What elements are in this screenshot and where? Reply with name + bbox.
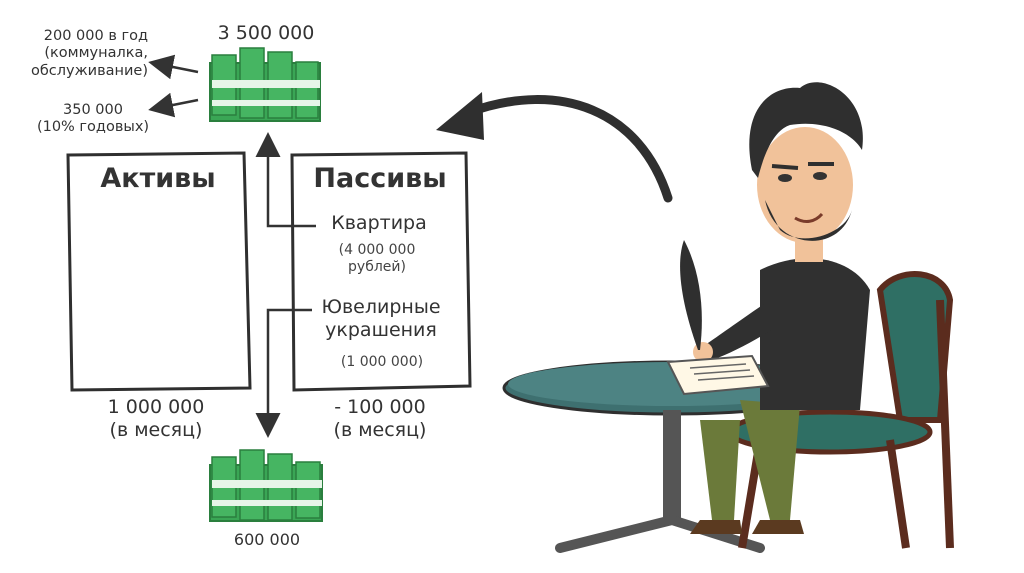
- liabilities-footer: - 100 000 (в месяц): [333, 396, 427, 441]
- paper-illustration: [666, 354, 770, 396]
- bottom-amount: 600 000: [233, 530, 301, 549]
- assets-title: Активы: [100, 163, 216, 194]
- top-amount: 3 500 000: [217, 22, 315, 44]
- assets-page: [66, 151, 252, 392]
- jewelry-label: Ювелирные украшения: [321, 296, 441, 341]
- liabilities-title: Пассивы: [313, 163, 447, 194]
- apartment-detail: (4 000 000 рублей): [338, 242, 416, 275]
- arrow-apartment-up: [255, 132, 316, 228]
- jewelry-detail: (1 000 000): [340, 354, 424, 370]
- expense-note: 200 000 в год (коммуналка, обслуживание): [30, 28, 148, 79]
- curved-arrow: [465, 95, 673, 203]
- money-stack-bottom: [209, 449, 323, 522]
- quill-icon: [680, 240, 702, 350]
- liabilities-page: [290, 151, 472, 392]
- arrow-to-expense: [148, 54, 199, 80]
- man-illustration: [690, 82, 870, 534]
- assets-footer: 1 000 000 (в месяц): [107, 396, 205, 441]
- money-stack-top: [209, 47, 321, 122]
- interest-note: 350 000 (10% годовых): [36, 102, 150, 136]
- arrow-to-interest: [148, 92, 199, 118]
- apartment-label: Квартира: [331, 212, 427, 234]
- arrow-jewelry-down: [255, 308, 312, 438]
